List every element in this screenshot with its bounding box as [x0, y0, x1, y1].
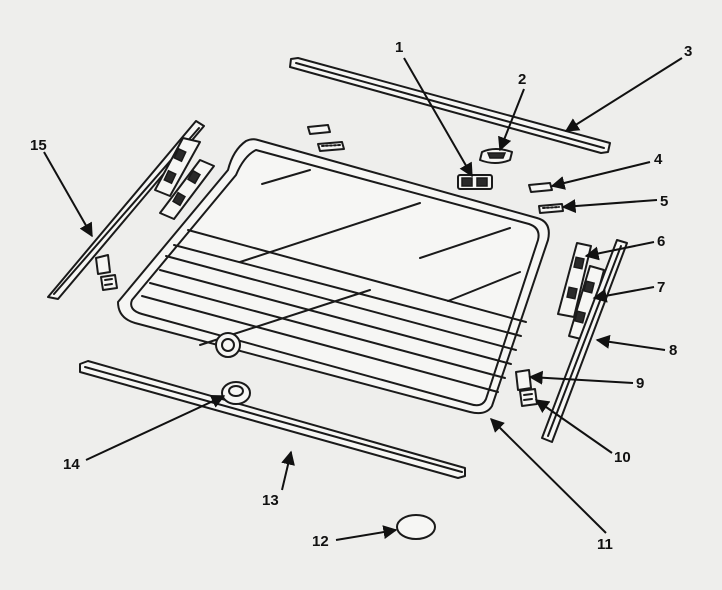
- callout-12: 12: [312, 533, 329, 550]
- callout-1: 1: [395, 39, 403, 56]
- callout-8: 8: [669, 342, 677, 359]
- callout-3: 3: [684, 43, 692, 60]
- top-left-spacer-ridged: [317, 141, 345, 152]
- leader-15: [43, 151, 93, 238]
- callout-5: 5: [660, 193, 668, 210]
- leader-4: [550, 161, 651, 190]
- callout-9: 9: [636, 375, 644, 392]
- oval-seal: [396, 514, 436, 540]
- callout-10: 10: [614, 449, 631, 466]
- callout-4: 4: [654, 151, 663, 168]
- lower-molding-strip: [79, 360, 466, 479]
- leader-12: [335, 525, 398, 541]
- callout-15: 15: [30, 137, 47, 154]
- callout-6: 6: [657, 233, 665, 250]
- leader-10: [534, 399, 613, 454]
- spacer-block-5: [538, 203, 564, 214]
- left-small-spacers: [95, 254, 118, 291]
- spacer-block-10: [519, 388, 538, 407]
- callout-13: 13: [262, 492, 279, 509]
- leader-7: [592, 286, 655, 303]
- leader-2: [498, 88, 525, 152]
- leader-13: [281, 450, 295, 491]
- leader-14: [85, 394, 226, 461]
- center-clip: [479, 148, 513, 164]
- leader-5: [561, 199, 658, 214]
- callout-11: 11: [597, 536, 613, 553]
- leader-9: [528, 370, 634, 385]
- callout-7: 7: [657, 279, 665, 296]
- top-left-spacer-plain: [307, 124, 331, 135]
- left-clip-assembly: [154, 137, 215, 220]
- leader-6: [584, 241, 655, 261]
- spacer-block-9: [515, 369, 532, 391]
- callout-14: 14: [63, 456, 80, 473]
- leader-lines: [43, 57, 683, 541]
- grommet: [221, 381, 251, 405]
- callout-labels: 1 2 3 4 5 6 7 8 9 10 11 12 13 14 15: [30, 39, 692, 553]
- upper-molding-strip: [289, 57, 611, 154]
- callout-2: 2: [518, 71, 526, 88]
- leader-3: [564, 57, 683, 132]
- bracket-clip: [457, 174, 493, 190]
- rear-window-glass: [117, 138, 550, 415]
- spacer-block-4: [528, 182, 553, 193]
- leader-11: [490, 418, 607, 534]
- leader-1: [403, 57, 473, 178]
- leader-8: [595, 334, 666, 351]
